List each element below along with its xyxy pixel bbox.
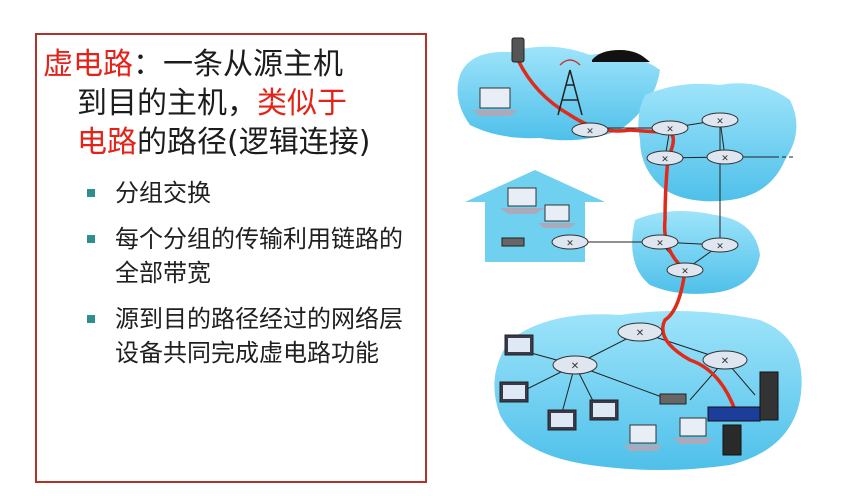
bullet-text: 源到目的路径经过的网络层设备共同完成虚电路功能 — [115, 305, 403, 367]
bullet-list: 分组交换 每个分组的传输利用链路的全部带宽 源到目的路径经过的网络层设备共同完成… — [87, 176, 417, 382]
regional-isp-cloud — [632, 211, 760, 294]
heading-line-2-text: 到目的主机， — [77, 86, 257, 121]
heading-definition: ：一条从源主机 — [133, 47, 343, 82]
svg-text:✕: ✕ — [666, 125, 674, 135]
desktop-icon — [504, 334, 534, 356]
heading-line-2: 到目的主机，类似于 — [43, 84, 423, 123]
router-icon: ✕ — [666, 262, 704, 278]
wireless-access-point-icon — [659, 393, 687, 405]
svg-text:✕: ✕ — [571, 361, 579, 372]
svg-text:✕: ✕ — [661, 155, 669, 165]
network-diagram: ✕ ✕ ✕ ✕ ✕ ✕ ✕ ✕ ✕ ✕ ✕ ✕ — [457, 37, 802, 470]
router-icon: ✕ — [651, 120, 689, 136]
svg-text:✕: ✕ — [586, 127, 594, 137]
smartphone-icon — [511, 37, 525, 63]
svg-text:✕: ✕ — [716, 117, 724, 127]
svg-text:✕: ✕ — [716, 242, 724, 252]
svg-text:✕: ✕ — [566, 239, 574, 249]
router-icon: ✕ — [701, 112, 739, 128]
home-network-roof — [465, 170, 605, 202]
bullet-square-icon — [87, 189, 95, 197]
server-tower-icon — [722, 424, 742, 456]
heading-line-3-text: 的路径(逻辑连接) — [137, 125, 371, 160]
laptop-icon — [500, 187, 544, 214]
router-icon: ✕ — [701, 237, 739, 253]
svg-text:✕: ✕ — [681, 267, 689, 277]
routers: ✕ ✕ ✕ ✕ ✕ ✕ ✕ ✕ ✕ ✕ ✕ ✕ — [551, 112, 748, 375]
laptop-icon — [673, 417, 713, 444]
heading-term: 虚电路 — [43, 47, 133, 82]
router-icon: ✕ — [641, 234, 679, 250]
wireless-access-point-icon — [501, 237, 525, 247]
heading-line-3-highlight: 电路 — [77, 125, 137, 160]
destination-host-icon — [707, 406, 761, 422]
mobile-network-cloud — [457, 46, 660, 141]
cell-tower-icon — [557, 59, 583, 116]
svg-text:✕: ✕ — [721, 356, 729, 367]
router-icon: ✕ — [702, 350, 748, 370]
router-icon: ✕ — [617, 322, 663, 342]
text-box: 虚电路：一条从源主机 到目的主机，类似于 电路的路径(逻辑连接) 分组交换 每个… — [35, 33, 427, 483]
bullet-text: 分组交换 — [115, 179, 211, 207]
laptop-icon — [538, 204, 576, 228]
svg-text:✕: ✕ — [656, 239, 664, 249]
isp-cloud — [638, 83, 797, 202]
laptop-icon — [623, 424, 663, 451]
car-icon — [592, 50, 650, 62]
desktop-icon — [499, 381, 529, 403]
laptop-icon — [472, 87, 518, 116]
router-icon: ✕ — [571, 122, 609, 138]
slide-heading: 虚电路：一条从源主机 到目的主机，类似于 电路的路径(逻辑连接) — [43, 45, 423, 162]
heading-line-2-highlight: 类似于 — [257, 86, 347, 121]
router-icon: ✕ — [646, 150, 684, 166]
bullet-item: 分组交换 — [87, 176, 417, 210]
bullet-square-icon — [87, 235, 95, 243]
bullet-item: 每个分组的传输利用链路的全部带宽 — [87, 222, 417, 290]
svg-text:✕: ✕ — [636, 328, 644, 339]
bullet-item: 源到目的路径经过的网络层设备共同完成虚电路功能 — [87, 302, 417, 370]
desktop-icon — [589, 399, 619, 421]
router-icon: ✕ — [551, 234, 589, 250]
bullet-text: 每个分组的传输利用链路的全部带宽 — [115, 225, 403, 287]
router-icon: ✕ — [552, 355, 598, 375]
svg-text:✕: ✕ — [721, 154, 729, 164]
bullet-square-icon — [87, 315, 95, 323]
heading-line-3: 电路的路径(逻辑连接) — [43, 123, 423, 162]
router-icon: ✕ — [706, 149, 744, 165]
desktop-icon — [547, 409, 577, 431]
server-rack-icon — [759, 371, 779, 421]
